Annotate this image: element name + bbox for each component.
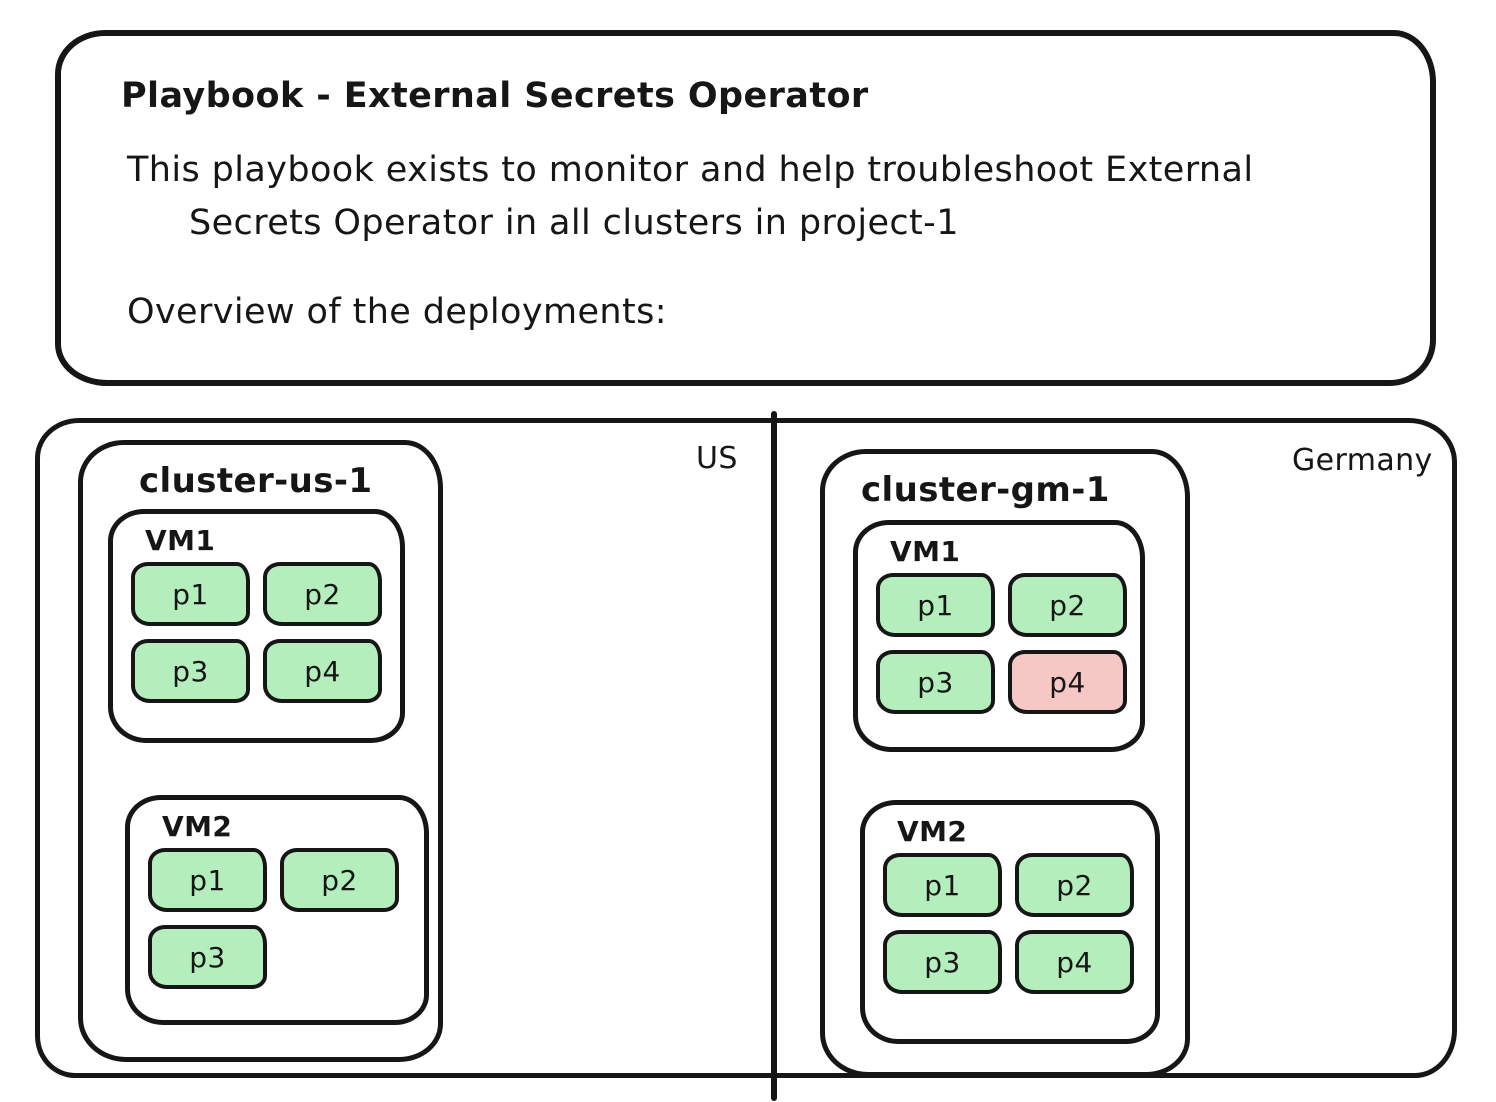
vm-box-gm-vm2: VM2 p1 p2 p3 p4 <box>860 800 1160 1044</box>
cluster-title: cluster-us-1 <box>139 461 373 501</box>
vm-box-us-vm2: VM2 p1 p2 p3 <box>125 795 429 1025</box>
pod-p1: p1 <box>131 562 250 626</box>
pod-p3: p3 <box>148 925 267 989</box>
pod-label: p1 <box>172 577 209 611</box>
pod-p2: p2 <box>280 848 399 912</box>
pod-label: p2 <box>321 863 358 897</box>
region-label-germany: Germany <box>1292 443 1433 478</box>
pod-p4: p4 <box>1008 650 1127 714</box>
pods-grid: p1 p2 p3 p4 <box>883 853 1147 994</box>
playbook-note-box: Playbook - External Secrets Operator Thi… <box>55 30 1436 386</box>
pod-p1: p1 <box>876 573 995 637</box>
pod-p3: p3 <box>883 930 1002 994</box>
pod-p2: p2 <box>263 562 382 626</box>
pod-label: p2 <box>1049 588 1086 622</box>
pod-p3: p3 <box>131 639 250 703</box>
pod-label: p2 <box>1056 868 1093 902</box>
overview-label: Overview of the deployments: <box>127 292 667 332</box>
vm-label: VM1 <box>145 524 216 557</box>
vm-label: VM2 <box>162 810 233 843</box>
pod-label: p3 <box>189 940 226 974</box>
region-divider <box>771 411 777 1101</box>
pod-label: p3 <box>924 945 961 979</box>
region-label-us: US <box>696 441 738 476</box>
pod-p4: p4 <box>263 639 382 703</box>
vm-label: VM1 <box>890 535 961 568</box>
vm-box-gm-vm1: VM1 p1 p2 p3 p4 <box>853 520 1145 752</box>
pods-grid: p1 p2 p3 p4 <box>876 573 1140 714</box>
pod-p2: p2 <box>1008 573 1127 637</box>
pod-p1: p1 <box>883 853 1002 917</box>
cluster-us-1-box: cluster-us-1 VM1 p1 p2 p3 p4 VM2 p1 p2 p3 <box>78 440 443 1062</box>
cluster-gm-1-box: cluster-gm-1 VM1 p1 p2 p3 p4 VM2 p1 p2 p3 p4 <box>820 449 1190 1077</box>
pod-label: p1 <box>189 863 226 897</box>
pod-p2: p2 <box>1015 853 1134 917</box>
pod-label: p3 <box>172 654 209 688</box>
pod-label: p1 <box>924 868 961 902</box>
playbook-description: This playbook exists to monitor and help… <box>127 150 1254 243</box>
cluster-title: cluster-gm-1 <box>861 470 1110 510</box>
playbook-title: Playbook - External Secrets Operator <box>121 76 869 116</box>
pod-label: p4 <box>1056 945 1093 979</box>
pod-p4: p4 <box>1015 930 1134 994</box>
pod-p1: p1 <box>148 848 267 912</box>
pod-label: p4 <box>1049 665 1086 699</box>
vm-label: VM2 <box>897 815 968 848</box>
pod-p3: p3 <box>876 650 995 714</box>
pods-grid: p1 p2 p3 p4 <box>131 562 395 703</box>
pod-label: p2 <box>304 577 341 611</box>
pods-grid: p1 p2 p3 <box>148 848 412 989</box>
pod-label: p3 <box>917 665 954 699</box>
pod-label: p4 <box>304 654 341 688</box>
vm-box-us-vm1: VM1 p1 p2 p3 p4 <box>108 509 405 743</box>
pod-label: p1 <box>917 588 954 622</box>
